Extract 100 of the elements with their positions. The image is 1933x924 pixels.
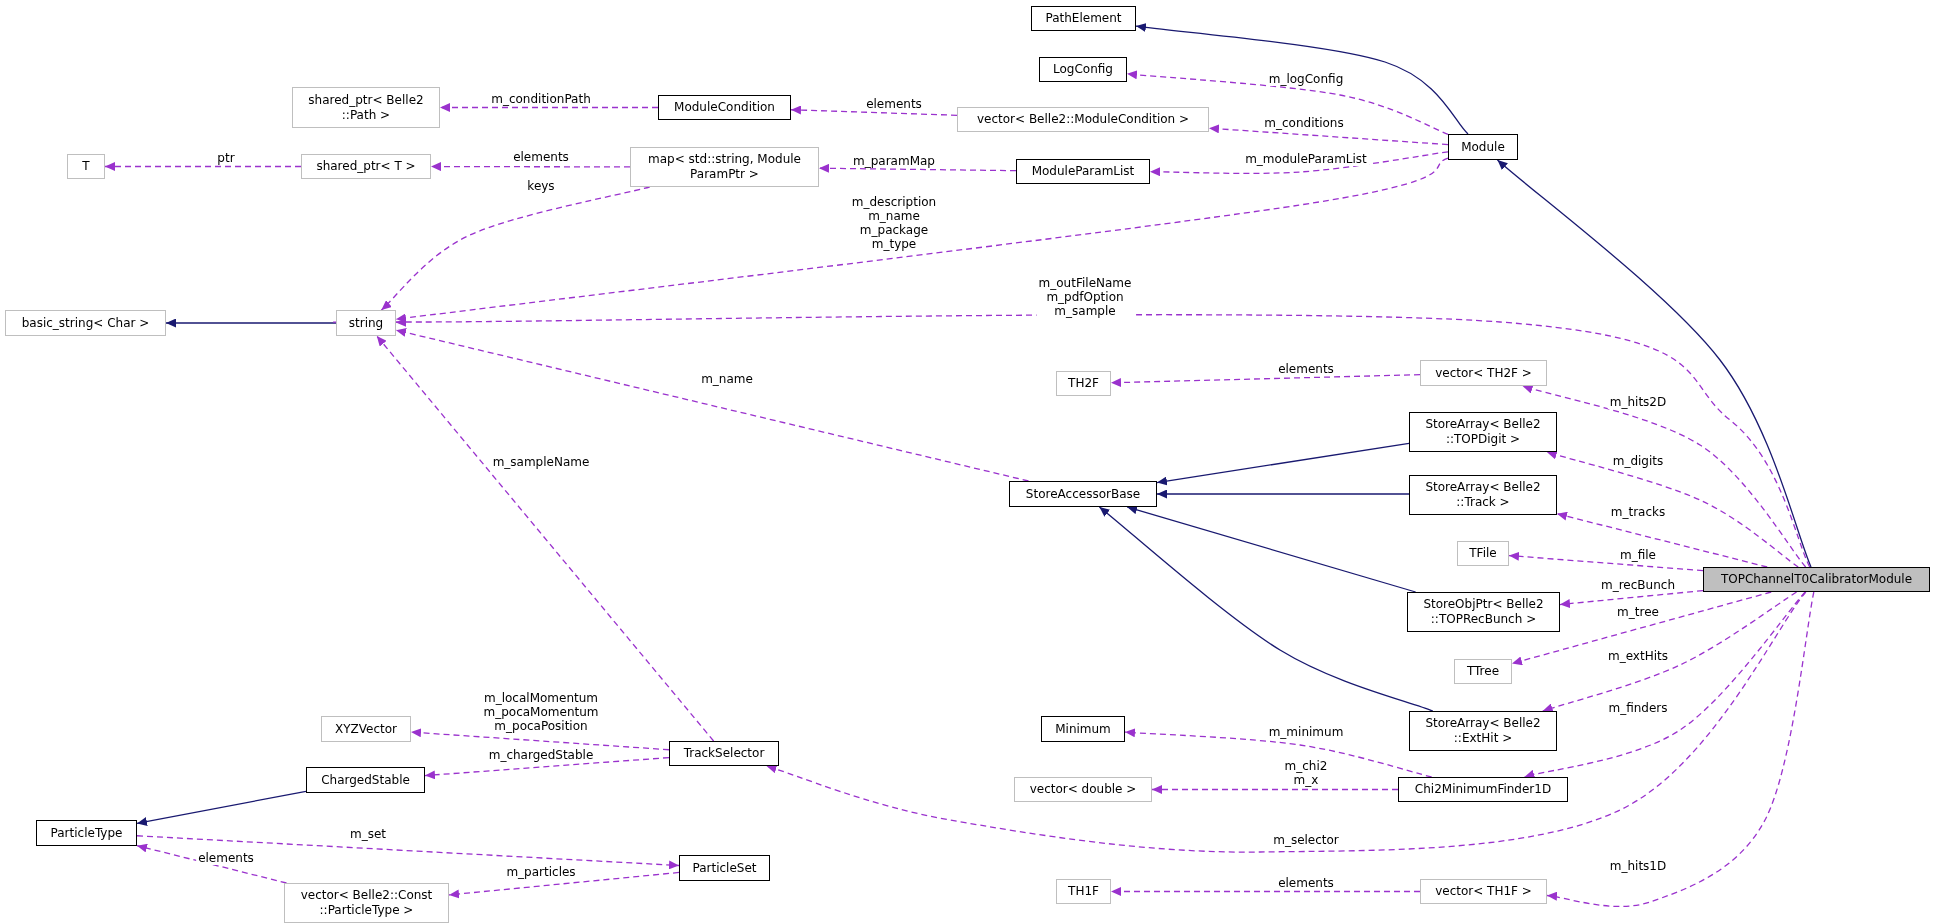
arrow bbox=[136, 843, 288, 884]
arrow bbox=[1156, 442, 1410, 486]
class-box: XYZVector bbox=[321, 716, 411, 742]
edge-label: m_paramMap bbox=[851, 154, 937, 168]
arrow bbox=[1546, 450, 1799, 568]
arrow bbox=[1135, 22, 1469, 135]
class-box: map< std::string, Module ParamPtr > bbox=[630, 147, 819, 187]
arrow bbox=[1496, 159, 1812, 568]
class-box: StoreObjPtr< Belle2 ::TOPRecBunch > bbox=[1407, 592, 1560, 632]
class-box: TrackSelector bbox=[669, 741, 779, 766]
arrow bbox=[1151, 785, 1399, 794]
arrow bbox=[1556, 511, 1768, 568]
arrow bbox=[1126, 70, 1449, 135]
edge-label: m_particles bbox=[504, 865, 578, 879]
arrow bbox=[439, 103, 659, 112]
edge-label: m_file bbox=[1618, 548, 1658, 562]
edge-label: m_logConfig bbox=[1266, 72, 1346, 86]
arrow bbox=[430, 162, 631, 172]
arrow bbox=[1124, 728, 1433, 778]
edge-label: m_outFileName m_pdfOption m_sample bbox=[1036, 276, 1134, 318]
edge-label: m_digits bbox=[1610, 454, 1666, 468]
edge-label: m_moduleParamList bbox=[1243, 152, 1369, 166]
edge-label: m_tracks bbox=[1608, 505, 1668, 519]
arrow bbox=[1098, 506, 1434, 712]
class-box: TH1F bbox=[1056, 879, 1111, 904]
class-box: StoreArray< Belle2 ::Track > bbox=[1409, 475, 1557, 515]
class-box: ParticleSet bbox=[679, 855, 770, 881]
edge-label: m_conditions bbox=[1262, 116, 1346, 130]
class-box: Chi2MinimumFinder1D bbox=[1398, 777, 1568, 802]
class-box: TFile bbox=[1457, 541, 1509, 566]
class-box: shared_ptr< Belle2 ::Path > bbox=[292, 87, 440, 128]
class-box: PathElement bbox=[1031, 6, 1136, 31]
edge-label: m_conditionPath bbox=[489, 92, 593, 106]
class-box: ChargedStable bbox=[306, 767, 425, 793]
arrow bbox=[410, 728, 670, 751]
arrow bbox=[765, 591, 1807, 853]
class-box: Module bbox=[1448, 134, 1518, 160]
arrow bbox=[424, 756, 670, 780]
edge-label: ptr bbox=[215, 151, 237, 165]
edge-label: m_hits1D bbox=[1607, 859, 1669, 873]
edge-label: keys bbox=[525, 179, 557, 193]
arrow bbox=[1149, 151, 1449, 177]
edge-label: m_finders bbox=[1606, 701, 1670, 715]
class-box: T bbox=[67, 154, 105, 179]
arrow bbox=[790, 105, 958, 116]
arrow bbox=[136, 790, 307, 826]
class-box: StoreAccessorBase bbox=[1009, 481, 1157, 507]
class-box: Minimum bbox=[1041, 716, 1125, 742]
edge-label: elements bbox=[1276, 362, 1336, 376]
arrow bbox=[1126, 505, 1417, 593]
arrow bbox=[104, 162, 302, 171]
class-box: vector< Belle2::ModuleCondition > bbox=[957, 107, 1209, 132]
class-box: StoreArray< Belle2 ::ExtHit > bbox=[1409, 711, 1557, 751]
arrow bbox=[448, 871, 680, 899]
arrow bbox=[818, 163, 1017, 173]
arrow bbox=[380, 186, 651, 311]
arrow bbox=[1110, 374, 1421, 387]
arrow bbox=[395, 328, 1030, 482]
edge-label: elements bbox=[511, 150, 571, 164]
class-box: shared_ptr< T > bbox=[301, 154, 431, 179]
edge-label: m_hits2D bbox=[1607, 395, 1669, 409]
class-box: TTree bbox=[1454, 659, 1512, 684]
class-box: vector< TH2F > bbox=[1420, 360, 1547, 386]
arrow bbox=[1508, 551, 1704, 572]
edge-label: m_localMomentum m_pocaMomentum m_pocaPosition bbox=[481, 691, 601, 733]
edge-label: m_minimum bbox=[1266, 725, 1346, 739]
arrow bbox=[1511, 591, 1772, 666]
class-box: vector< Belle2::Const ::ParticleType > bbox=[284, 883, 449, 923]
edge-label: m_sampleName bbox=[490, 455, 592, 469]
class-box: TH2F bbox=[1056, 371, 1111, 396]
class-box: TOPChannelT0CalibratorModule bbox=[1703, 567, 1930, 592]
edge-label: m_chi2 m_x bbox=[1282, 759, 1330, 787]
arrow bbox=[165, 318, 337, 328]
arrow bbox=[1110, 887, 1421, 896]
arrow bbox=[1542, 591, 1798, 713]
arrow bbox=[1208, 124, 1449, 146]
edge-label: m_set bbox=[348, 827, 388, 841]
arrow bbox=[1523, 591, 1806, 779]
edge-label: elements bbox=[1276, 876, 1336, 890]
arrow bbox=[1521, 384, 1807, 568]
edge-label: m_description m_name m_package m_type bbox=[849, 195, 939, 251]
arrow bbox=[1156, 489, 1410, 499]
class-box: vector< TH1F > bbox=[1420, 879, 1547, 904]
arrow bbox=[1546, 591, 1815, 908]
arrow bbox=[1559, 589, 1704, 609]
class-box: StoreArray< Belle2 ::TOPDigit > bbox=[1409, 412, 1557, 452]
class-box: ParticleType bbox=[36, 820, 137, 846]
edge-label: m_chargedStable bbox=[486, 748, 596, 762]
class-box: string bbox=[336, 310, 396, 336]
arrow bbox=[332, 314, 1811, 568]
edge-label: elements bbox=[196, 851, 256, 865]
class-box: vector< double > bbox=[1014, 777, 1152, 802]
class-box: basic_string< Char > bbox=[5, 310, 166, 336]
class-box: LogConfig bbox=[1039, 57, 1127, 82]
arrow bbox=[376, 335, 715, 742]
edge-label: elements bbox=[864, 97, 924, 111]
edge-label: m_selector bbox=[1271, 833, 1341, 847]
edge-label: m_recBunch bbox=[1599, 578, 1677, 592]
edge-label: m_tree bbox=[1615, 605, 1661, 619]
class-box: ModuleParamList bbox=[1016, 159, 1150, 184]
